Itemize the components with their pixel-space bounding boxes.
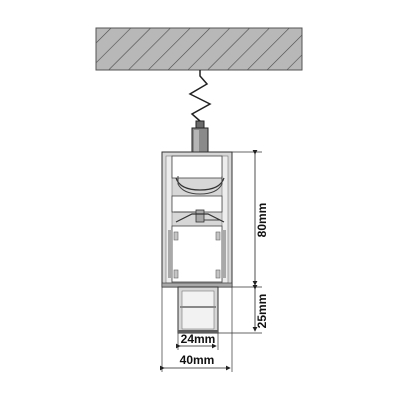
suspension-wire [188,70,212,126]
lower-diffuser-section [177,286,219,334]
dimension-25mm: 25mm [218,285,269,334]
dimension-24mm-label: 24mm [181,332,216,346]
dimension-24mm: 24mm [176,332,219,350]
dimension-80mm-label: 80mm [255,203,269,238]
dimension-40mm-label: 40mm [180,353,215,367]
dimension-80mm: 80mm [232,150,269,288]
dimension-40mm: 40mm [160,287,233,372]
dimension-25mm-label: 25mm [255,294,269,329]
ceiling-slab [95,27,303,71]
profile-cross-section [161,151,233,297]
